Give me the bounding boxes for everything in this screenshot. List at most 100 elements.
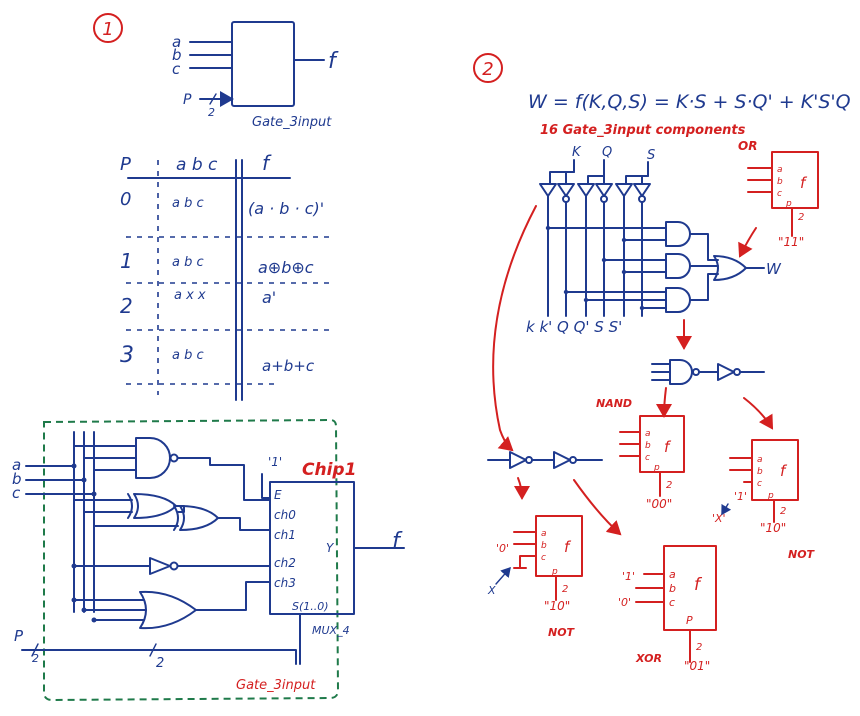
component-xor-p: P xyxy=(686,614,693,627)
input-q: Q xyxy=(602,145,612,160)
select-bus: P 2 2 Gate_3input xyxy=(14,627,316,693)
gate-3input-block: a b c f P 2 Gate_3input xyxy=(172,21,339,130)
row-1-p: 1 xyxy=(120,249,133,273)
component-nand: NAND a b c f p 2 "00" xyxy=(596,397,685,511)
component-nand-pin-c: c xyxy=(645,453,650,463)
block-input-c: c xyxy=(172,60,181,78)
component-nand-width: 2 xyxy=(666,480,672,491)
circuit-input-b: b xyxy=(12,470,22,488)
component-xor-code: "01" xyxy=(684,659,710,673)
container-name: Gate_3input xyxy=(236,678,316,693)
mux-port-e: E xyxy=(274,488,282,502)
circuit-implementation: a b c xyxy=(12,418,405,702)
double-inverter xyxy=(487,205,622,536)
component-not-left-pin-b: b xyxy=(541,541,547,551)
component-or: OR a b c f p 2 "11" xyxy=(738,139,819,258)
chip-label: Chip1 xyxy=(302,460,356,480)
row-2-p: 2 xyxy=(120,294,133,318)
row-3-inputs: a b c xyxy=(172,348,204,363)
output-w: W xyxy=(766,260,782,278)
block-input-a: a xyxy=(172,33,181,51)
mux-body xyxy=(269,481,355,615)
component-or-code: "11" xyxy=(778,235,804,249)
input-rails: K Q S k k' Q Q' S S' xyxy=(526,145,655,336)
row-0-inputs: a b c xyxy=(172,196,204,211)
not-gate xyxy=(71,557,271,575)
nand-gate xyxy=(73,437,271,501)
component-not-right-pin-b: b xyxy=(757,467,763,477)
component-not-left-dontcare: X xyxy=(487,584,496,597)
component-not-right-code: "10" xyxy=(760,521,786,535)
block-bus-width: 2 xyxy=(208,106,215,119)
component-xor-pin-a: a xyxy=(669,568,676,581)
component-or-type: OR xyxy=(738,139,757,153)
component-not-right-pin-a: a xyxy=(757,455,763,465)
component-not-left-type: NOT xyxy=(548,626,576,639)
row-0-p: 0 xyxy=(120,189,131,210)
input-s: S xyxy=(647,148,655,163)
component-not-right-p: p xyxy=(767,491,774,501)
component-xor: a b c f P 2 "01" '1' '0' XOR xyxy=(618,545,717,673)
row-3-p: 3 xyxy=(120,343,134,368)
circuit-output-f: f xyxy=(392,529,403,554)
component-or-width: 2 xyxy=(798,212,804,223)
equation: W = f(K,Q,S) = K·S + S·Q' + K'S'Q xyxy=(528,91,851,113)
component-or-out: f xyxy=(800,174,808,192)
section-2-number: 2 xyxy=(482,59,493,80)
component-count: 16 Gate_3input components xyxy=(540,123,746,138)
circuit-input-a: a xyxy=(12,456,21,474)
mux-name: MUX_4 xyxy=(312,624,350,637)
component-or-pin-c: c xyxy=(777,189,782,199)
component-xor-const-1: '1' xyxy=(622,570,635,583)
component-not-right: a b c f p 2 "10" '1' 'X' NOT xyxy=(712,439,816,561)
component-not-left-pin-a: a xyxy=(541,529,547,539)
component-nand-pin-b: b xyxy=(645,441,651,451)
component-not-left: a b c f p 2 "10" '0' X NOT xyxy=(487,515,583,639)
section-1-circle xyxy=(93,13,123,43)
component-nand-out: f xyxy=(664,438,672,456)
block-body xyxy=(231,21,295,107)
circuit-input-c: c xyxy=(12,484,21,502)
component-not-left-out: f xyxy=(564,538,572,556)
component-nand-pin-a: a xyxy=(645,429,651,439)
component-not-right-const: '1' xyxy=(734,490,747,503)
or-gate xyxy=(71,581,271,630)
truth-table: P a b c f 0 a b c (a · b · c)' 1 a b c a… xyxy=(120,151,330,401)
section-2: 2 W = f(K,Q,S) = K·S + S·Q' + K'S'Q 16 G… xyxy=(473,53,851,673)
component-not-left-body xyxy=(535,515,583,577)
component-not-left-pin-c: c xyxy=(541,553,546,563)
mux-port-ch2: ch2 xyxy=(274,556,296,570)
component-not-left-const: '0' xyxy=(496,542,509,555)
component-not-right-pin-c: c xyxy=(757,479,762,489)
block-output-f: f xyxy=(328,49,339,74)
rail-labels: k k' Q Q' S S' xyxy=(526,318,622,336)
table-header-inputs: a b c xyxy=(176,155,218,175)
mux-port-ch3: ch3 xyxy=(274,576,296,590)
component-not-right-out: f xyxy=(780,462,788,480)
block-input-b: b xyxy=(172,46,182,64)
component-not-right-width: 2 xyxy=(780,506,786,517)
enable-value: '1' xyxy=(268,455,282,469)
mux-output-label: Y xyxy=(326,541,335,555)
section-2-circle xyxy=(473,53,503,83)
row-2-f: a' xyxy=(262,288,276,307)
row-3-f: a+b+c xyxy=(262,357,315,375)
section-1: 1 a b c f P 2 Gate_3input xyxy=(12,13,405,702)
row-1-f: a⊕b⊕c xyxy=(258,258,314,277)
component-or-pin-b: b xyxy=(777,177,783,187)
component-xor-out: f xyxy=(694,575,703,595)
mux-port-ch1: ch1 xyxy=(274,528,296,542)
xor-gates xyxy=(73,493,271,531)
component-not-right-dontcare: 'X' xyxy=(712,512,726,525)
mux-select-label: S(1..0) xyxy=(292,600,329,613)
component-xor-width: 2 xyxy=(696,642,702,653)
component-xor-pin-c: c xyxy=(669,596,675,609)
circuit-bus-width-a: 2 xyxy=(32,652,39,665)
section-1-number: 1 xyxy=(102,19,113,40)
component-nand-type: NAND xyxy=(596,397,632,410)
row-0-f: (a · b · c)' xyxy=(248,199,324,218)
circuit-select-p: P xyxy=(14,627,24,645)
row-2-inputs: a x x xyxy=(174,288,206,303)
row-1-inputs: a b c xyxy=(172,255,204,270)
